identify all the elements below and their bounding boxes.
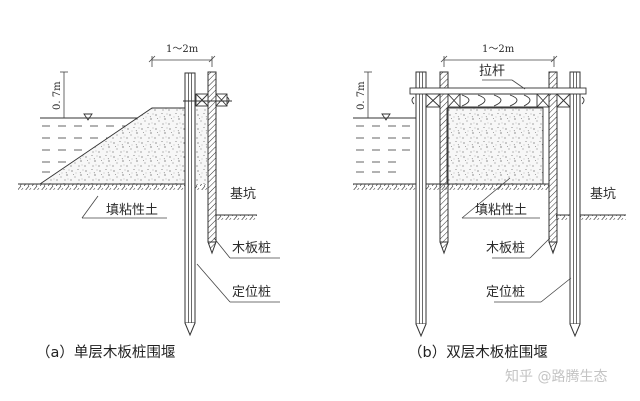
locating-pile-a	[184, 72, 196, 337]
label-pit-b: 基坑	[590, 187, 616, 202]
width-dimension-a: 1～2m	[148, 44, 216, 67]
clay-fill-a	[38, 107, 187, 185]
locating-pile-b-left	[415, 71, 427, 338]
water-level-icon-b	[381, 113, 391, 121]
label-locating-pile-a: 定位桩	[232, 285, 271, 300]
label-locating-pile-b: 定位桩	[486, 285, 525, 300]
leader-fill-a	[81, 195, 167, 219]
height-dimension-label-a: 0. 7m	[52, 81, 63, 110]
label-pit-a: 基坑	[230, 187, 256, 202]
waling-a	[183, 93, 232, 107]
sheet-pile-b-right	[548, 71, 558, 255]
leader-sheet-pile-b	[492, 237, 551, 259]
caption-b: （b）双层木板桩围堰	[408, 343, 548, 361]
panel-a: 0. 7m	[18, 44, 280, 361]
caption-a: （a）单层木板桩围堰	[36, 343, 175, 361]
sheet-pile-a	[207, 71, 217, 255]
leader-locating-pile-a	[196, 263, 280, 303]
clay-fill-b	[446, 107, 544, 185]
label-fill-a: 填粘性土	[106, 203, 158, 218]
width-dimension-label-a: 1～2m	[166, 44, 199, 55]
water-level-icon-a	[83, 113, 93, 121]
height-dimension-a: 0. 7m	[52, 71, 68, 118]
panel-b: 0. 7m	[353, 44, 626, 361]
leader-locating-pile-b	[494, 277, 572, 303]
label-fill-b: 填粘性土	[475, 203, 527, 218]
locating-pile-b-right	[569, 71, 581, 338]
watermark: 知乎 @路腾生态	[505, 368, 607, 385]
height-dimension-label-b: 0. 7m	[356, 81, 367, 110]
water-b	[353, 113, 416, 173]
waling-b	[411, 93, 585, 108]
leader-sheet-pile-a	[213, 237, 280, 259]
width-dimension-b: 1～2m	[440, 44, 558, 67]
height-dimension-b: 0. 7m	[356, 71, 372, 118]
label-tie-rod-b: 拉杆	[479, 64, 505, 79]
tie-rod-b	[409, 87, 587, 95]
sheet-pile-b-left	[439, 71, 449, 255]
width-dimension-label-b: 1～2m	[482, 44, 515, 55]
label-sheet-pile-b: 木板桩	[486, 241, 525, 256]
label-sheet-pile-a: 木板桩	[232, 241, 271, 256]
leader-fill-b	[461, 177, 540, 219]
